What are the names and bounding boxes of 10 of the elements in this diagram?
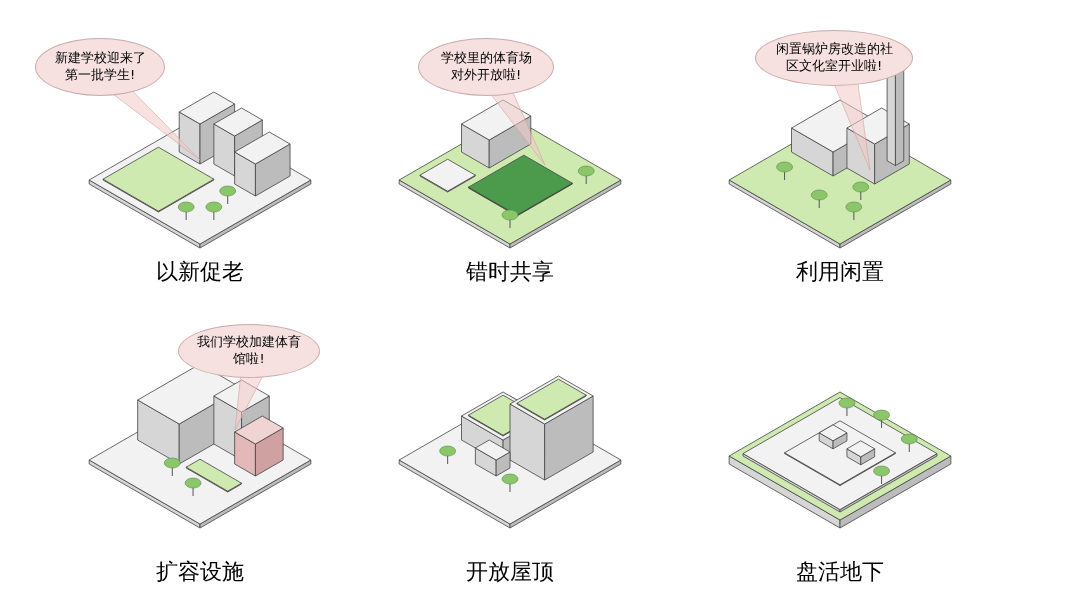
caption: 错时共享 — [466, 258, 554, 286]
caption: 开放屋顶 — [466, 558, 554, 586]
caption: 盘活地下 — [796, 558, 884, 586]
speech-bubble: 学校里的体育场对外开放啦! — [418, 38, 554, 96]
caption: 以新促老 — [156, 258, 244, 286]
caption: 扩容设施 — [156, 558, 244, 586]
speech-bubble: 新建学校迎来了第一批学生! — [35, 38, 165, 96]
speech-bubble: 我们学校加建体育馆啦! — [178, 324, 320, 378]
speech-bubble: 闲置锅炉房改造的社区文化室开业啦! — [755, 30, 913, 86]
caption: 利用闲置 — [796, 258, 884, 286]
